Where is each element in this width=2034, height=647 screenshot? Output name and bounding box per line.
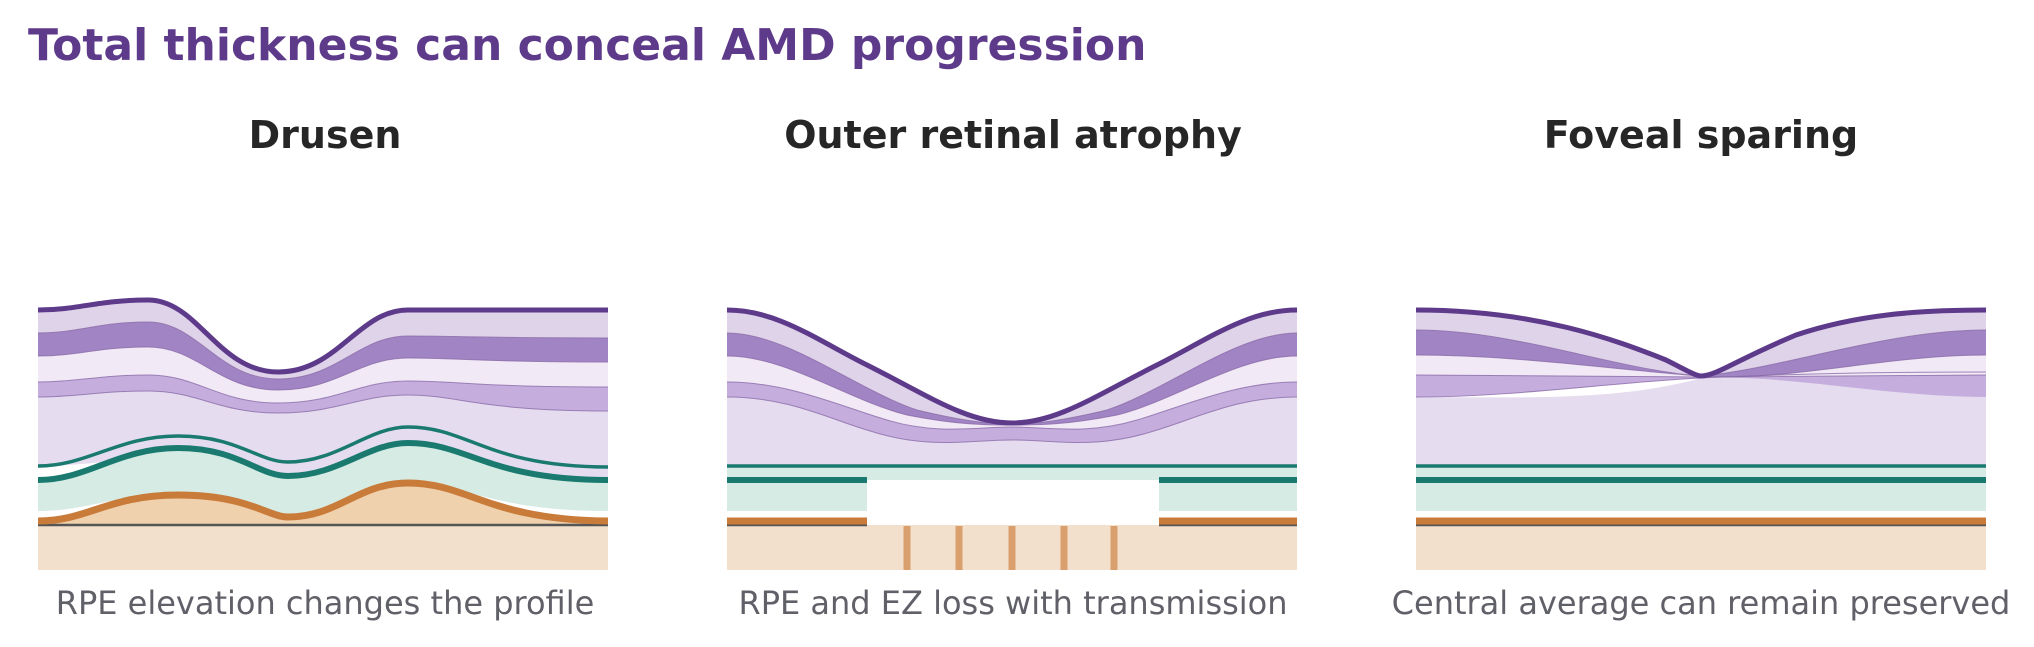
inner-nuclear-layer bbox=[38, 375, 608, 413]
panel-title-drusen: Drusen bbox=[248, 113, 402, 157]
ellipsoid-zone-band bbox=[1416, 466, 1986, 511]
external-limiting-membrane-line bbox=[37, 425, 609, 469]
outer-nuclear-layer bbox=[1416, 372, 1986, 466]
nerve-fiber-layer bbox=[38, 300, 608, 379]
ilm-line bbox=[37, 297, 608, 375]
layer-boundary bbox=[37, 374, 609, 404]
inner-plexiform-layer bbox=[727, 356, 1297, 430]
layer-boundary bbox=[37, 346, 609, 391]
outer-retinal-atrophy-retina-diagram bbox=[726, 307, 1298, 570]
panel-caption-outer-retinal-atrophy: RPE and EZ loss with transmission bbox=[738, 584, 1288, 622]
atrophy-zone-band bbox=[867, 480, 1159, 511]
outer-nuclear-layer bbox=[727, 397, 1297, 466]
inner-nuclear-layer bbox=[727, 382, 1297, 443]
ellipsoid-zone-band bbox=[727, 466, 1297, 511]
figure-title: Total thickness can conceal AMD progress… bbox=[28, 20, 1147, 71]
layer-boundary bbox=[726, 381, 1298, 430]
ilm-line bbox=[726, 307, 1298, 426]
nerve-fiber-layer bbox=[727, 310, 1297, 424]
drusen-deposit bbox=[38, 483, 608, 525]
layer-boundary bbox=[726, 396, 1298, 443]
panel-caption-foveal-sparing: Central average can remain preserved bbox=[1391, 584, 2011, 622]
ilm-line bbox=[1415, 307, 1987, 379]
panel-caption-drusen: RPE elevation changes the profile bbox=[55, 584, 595, 622]
layer-boundary bbox=[37, 390, 609, 414]
ganglion-cell-layer bbox=[1416, 330, 1986, 377]
choroid-layer bbox=[1416, 525, 1986, 570]
panel-title-outer-retinal-atrophy: Outer retinal atrophy bbox=[784, 113, 1242, 157]
inner-nuclear-layer bbox=[1416, 375, 1986, 397]
inner-plexiform-layer bbox=[1416, 355, 1986, 377]
foveal-sparing-retina-diagram bbox=[1415, 307, 1987, 570]
choroid-layer bbox=[38, 525, 608, 570]
inner-plexiform-layer bbox=[38, 347, 608, 403]
ellipsoid-zone-band bbox=[38, 443, 608, 517]
ellipsoid-zone-line bbox=[37, 440, 609, 483]
panel-title-foveal-sparing: Foveal sparing bbox=[1543, 113, 1859, 157]
ganglion-cell-layer bbox=[38, 322, 608, 390]
rpe-line bbox=[37, 479, 609, 525]
drusen-retina-diagram bbox=[37, 297, 609, 570]
layer-boundary bbox=[37, 321, 609, 380]
